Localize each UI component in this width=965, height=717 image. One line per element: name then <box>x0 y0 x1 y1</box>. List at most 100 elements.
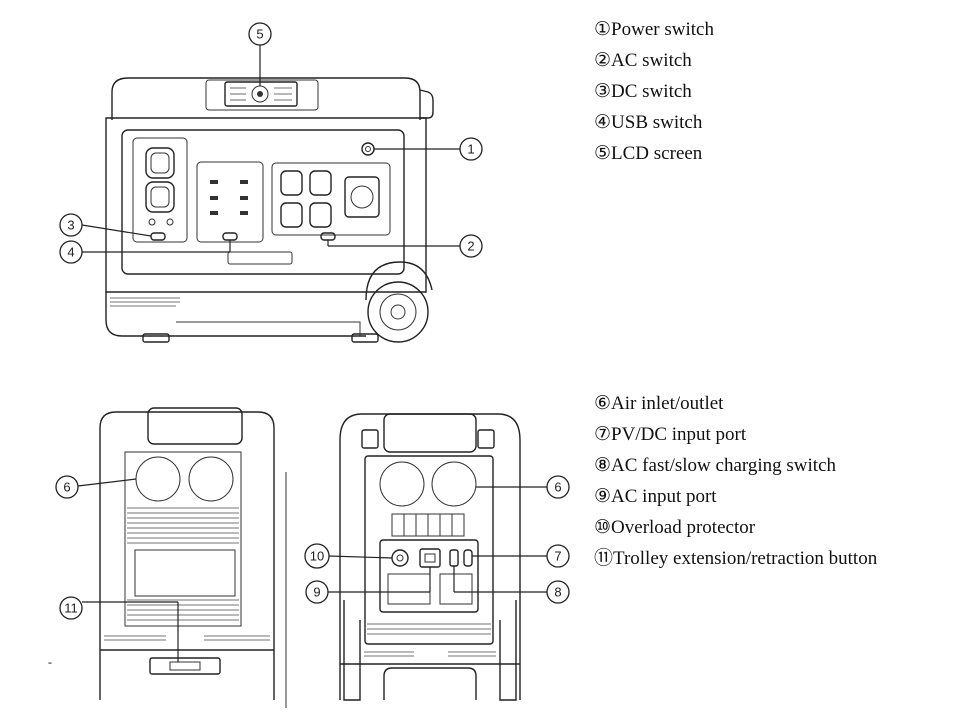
legend-bottom: ⑥Air inlet/outlet ⑦PV/DC input port ⑧AC … <box>594 388 877 574</box>
wheel-rim <box>379 293 417 331</box>
svg-text:5: 5 <box>256 27 263 42</box>
socket-large <box>344 176 380 218</box>
callout-4: 4 <box>59 240 83 264</box>
legend-usb-switch: ④USB switch <box>594 112 703 133</box>
front-panel <box>121 129 405 275</box>
svg-text:9: 9 <box>313 585 320 600</box>
stray-dash: - <box>48 655 52 669</box>
power-switch-center <box>365 146 371 152</box>
socket-large-inner <box>350 185 374 209</box>
leader-3 <box>81 224 152 237</box>
wheel-hub <box>390 304 406 320</box>
socket-block-left <box>132 137 188 243</box>
socket-6 <box>309 202 332 228</box>
lcd-segments <box>230 87 292 101</box>
socket-block-right <box>271 162 391 236</box>
side-view <box>99 407 287 708</box>
trolley-button <box>149 657 221 675</box>
socket-1-inner <box>150 152 170 174</box>
side-vent-lines <box>127 507 239 621</box>
lcd-screen <box>224 81 298 107</box>
callout-1: 1 <box>459 137 483 161</box>
legend-ac-switch: ②AC switch <box>594 50 692 71</box>
socket-2 <box>145 181 175 213</box>
callout-11: 11 <box>59 596 83 620</box>
side-fan-right <box>188 456 234 502</box>
callout-5: 5 <box>248 22 272 46</box>
callout-6-rear: 6 <box>546 475 570 499</box>
rear-handle-clip-right <box>477 429 495 449</box>
side-vent-area <box>124 451 242 627</box>
ac-switch <box>320 232 336 241</box>
svg-text:6: 6 <box>554 480 561 495</box>
rear-handle <box>383 413 477 453</box>
overload-protector-center <box>396 554 404 562</box>
legend-power-switch: ①Power switch <box>594 19 714 40</box>
rear-label-right <box>439 573 473 605</box>
legend-dc-switch: ③DC switch <box>594 81 692 102</box>
legend-overload-protector: ⑩Overload protector <box>594 517 756 538</box>
front-foot-left <box>142 333 170 343</box>
legend-pv-dc-input-port: ⑦PV/DC input port <box>594 424 747 445</box>
front-top-shell <box>111 77 421 120</box>
power-switch <box>361 142 375 156</box>
svg-text:1: 1 <box>467 142 474 157</box>
rear-fan-left <box>379 461 425 507</box>
usb-ports <box>210 180 248 215</box>
rear-label-left <box>387 573 431 605</box>
wheel <box>367 281 429 343</box>
callout-3: 3 <box>59 213 83 237</box>
rear-foot <box>383 667 477 700</box>
usb-switch <box>222 232 238 241</box>
usb-block <box>196 161 264 243</box>
dc-port-b <box>166 218 174 226</box>
svg-text:11: 11 <box>64 601 78 616</box>
rear-panel <box>364 455 494 645</box>
side-fan-left <box>135 456 181 502</box>
socket-4 <box>309 170 332 196</box>
lcd-dial-center <box>257 91 263 97</box>
side-top <box>99 411 275 700</box>
ac-input-port-inner <box>424 553 436 563</box>
pv-dc-input-port <box>463 549 473 567</box>
front-top-recess <box>205 79 319 111</box>
ac-charging-switch <box>449 549 459 567</box>
svg-text:3: 3 <box>67 218 74 233</box>
callout-7: 7 <box>546 544 570 568</box>
callout-9: 9 <box>305 580 329 604</box>
rear-terminal-row <box>391 513 465 537</box>
rear-handle-clip-left <box>361 429 379 449</box>
callout-8: 8 <box>546 580 570 604</box>
legend-ac-charging-switch: ⑧AC fast/slow charging switch <box>594 455 837 476</box>
svg-text:4: 4 <box>67 245 74 260</box>
side-handle <box>147 407 243 445</box>
rear-bottom-vent <box>364 623 496 657</box>
rear-port-panel <box>379 539 479 613</box>
front-view <box>105 77 434 343</box>
ac-input-port <box>419 548 441 568</box>
front-body <box>105 117 427 293</box>
rear-leg-left <box>343 600 361 701</box>
front-slot <box>227 251 293 265</box>
front-foot-right <box>351 333 379 343</box>
callout-10: 10 <box>304 543 330 569</box>
front-base <box>105 292 366 337</box>
callout-6-side: 6 <box>55 475 79 499</box>
dc-port-a <box>148 218 156 226</box>
overload-protector <box>391 549 409 567</box>
side-label-plate <box>134 549 236 597</box>
svg-text:10: 10 <box>310 549 324 564</box>
dc-switch <box>150 232 166 241</box>
legend-air-inlet-outlet: ⑥Air inlet/outlet <box>594 393 724 414</box>
side-bottom-vent <box>104 635 270 641</box>
wheel-arch <box>365 261 433 301</box>
legend-top: ①Power switch ②AC switch ③DC switch ④USB… <box>594 14 714 169</box>
socket-1 <box>145 147 175 179</box>
front-vent <box>110 297 180 307</box>
rear-view <box>339 413 521 701</box>
svg-text:7: 7 <box>554 549 561 564</box>
svg-text:2: 2 <box>467 239 474 254</box>
socket-2-inner <box>150 186 170 208</box>
legend-ac-input-port: ⑨AC input port <box>594 486 717 507</box>
